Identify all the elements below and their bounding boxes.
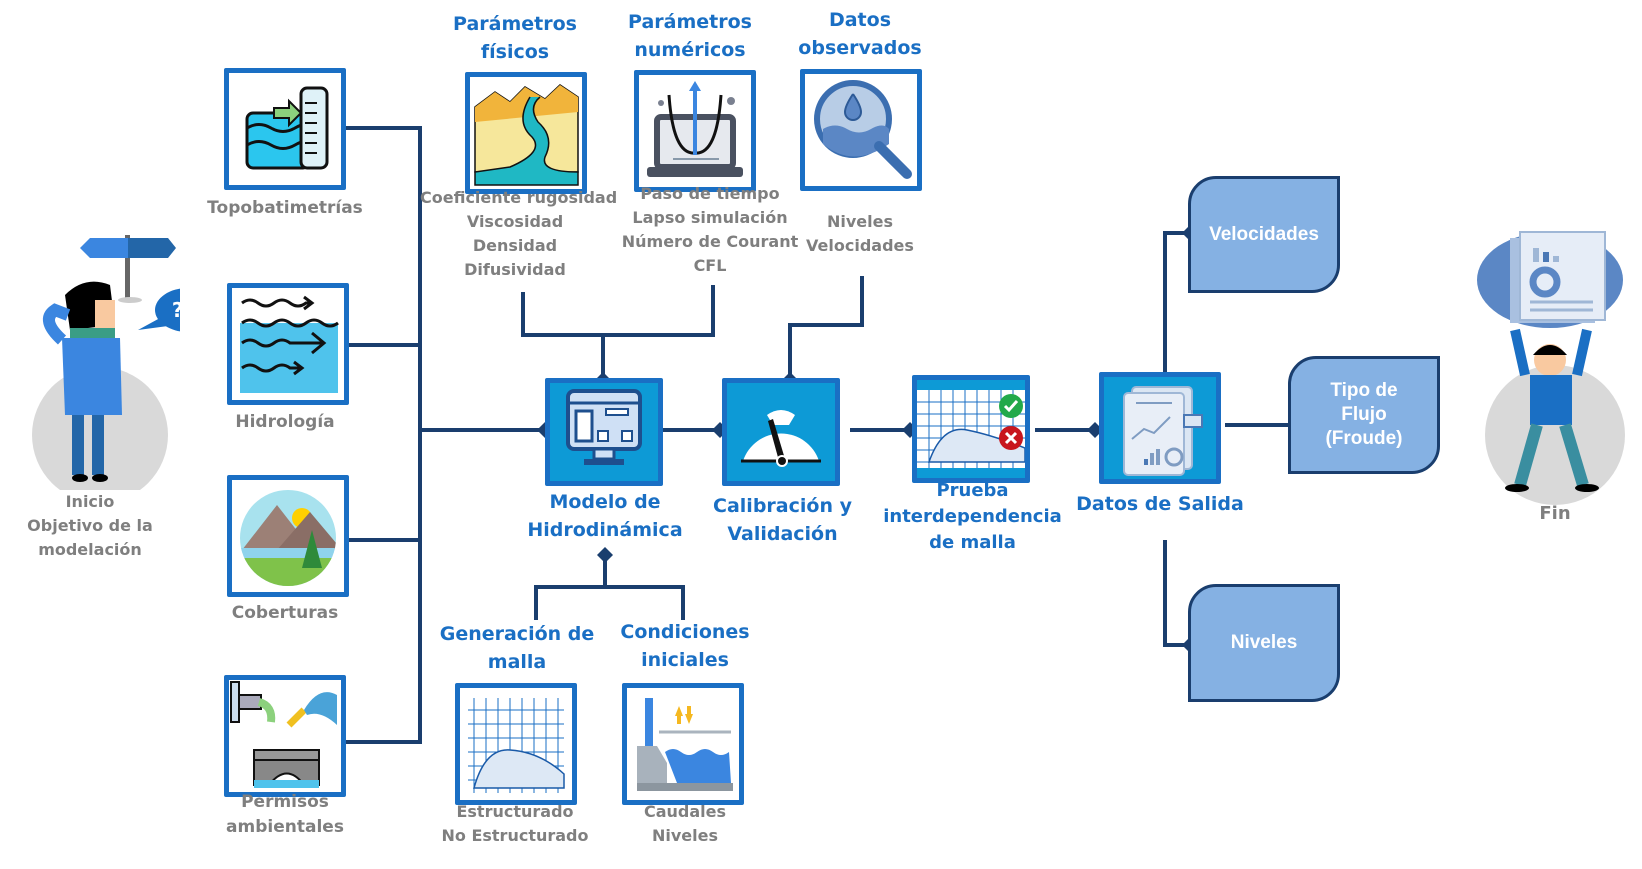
- start-title: Inicio: [65, 492, 115, 511]
- monitor-flowchart-icon: [566, 389, 642, 465]
- end-title: Fin: [1539, 503, 1571, 524]
- mesh-title-condiciones: Condiciones iniciales: [610, 618, 760, 674]
- param-item: Coeficiente rugosidad: [420, 188, 618, 207]
- title-line: Generación de: [439, 623, 595, 645]
- process-label-calibracion: Calibración y Validación: [700, 492, 865, 548]
- start-node: ?!? Inicio Objetivo de la modelación: [10, 230, 221, 590]
- label-line: Hidrodinámica: [527, 519, 683, 541]
- report-chart-icon: [1123, 386, 1203, 476]
- dam-water-icon: [637, 698, 733, 791]
- mesh-items-malla: Estructurado No Estructurado: [425, 800, 605, 848]
- title-line: Condiciones: [620, 621, 750, 643]
- connector-diamond: [597, 547, 613, 563]
- landscape-icon: [240, 490, 336, 586]
- process-calibracion[interactable]: [722, 378, 840, 486]
- label-line: Validación: [727, 523, 838, 545]
- mesh-item: Estructurado: [456, 802, 574, 821]
- param-item: Paso de tiempo: [640, 184, 780, 203]
- title-line: físicos: [480, 41, 550, 63]
- mesh-malla[interactable]: [455, 683, 577, 805]
- end-node: Fin: [1475, 230, 1642, 560]
- input-hidrologia[interactable]: [227, 283, 349, 405]
- process-label-prueba: Prueba interdependencia de malla: [880, 478, 1065, 556]
- param-fisicos[interactable]: [465, 72, 587, 194]
- param-item: Difusividad: [464, 260, 566, 279]
- water-level-ruler-icon: [245, 86, 329, 170]
- label-line: ambientales: [226, 817, 344, 837]
- speech-bubble-text: ?!?: [172, 298, 180, 322]
- start-subtitle-line: Objetivo de la: [27, 516, 153, 535]
- param-item: CFL: [693, 256, 727, 275]
- confused-person-icon: ?!?: [32, 235, 221, 503]
- input-label-topobatimetrias: Topobatimetrías: [207, 198, 363, 218]
- gauge-icon: [741, 410, 821, 467]
- water-flow-icon: [240, 295, 339, 393]
- output-label: Velocidades: [1209, 223, 1319, 245]
- process-salida[interactable]: [1099, 372, 1221, 484]
- param-item: Velocidades: [806, 236, 914, 255]
- title-line: Datos: [828, 9, 892, 31]
- label-line: Modelo de: [549, 491, 661, 513]
- param-item: Densidad: [472, 236, 558, 255]
- mesh-check-icon: [917, 390, 1026, 468]
- input-permisos[interactable]: [224, 675, 346, 797]
- param-title-fisicos: Parámetros físicos: [440, 10, 590, 66]
- process-modelo[interactable]: [545, 378, 663, 486]
- param-item: Número de Courant: [621, 232, 799, 251]
- process-label-salida: Datos de Salida: [1076, 493, 1244, 515]
- process-label-modelo: Modelo de Hidrodinámica: [520, 488, 690, 544]
- output-label: Flujo: [1341, 404, 1387, 425]
- param-item: Niveles: [826, 212, 893, 231]
- label-line: Calibración y: [713, 495, 852, 517]
- title-line: Parámetros: [453, 13, 577, 35]
- permits-icon: [230, 681, 337, 788]
- title-line: numéricos: [634, 39, 746, 61]
- param-numericos[interactable]: [634, 70, 756, 192]
- output-label: Tipo de: [1330, 380, 1398, 401]
- param-item: Lapso simulación: [632, 208, 788, 227]
- param-items-numericos: Paso de tiempo Lapso simulación Número d…: [620, 182, 800, 278]
- label-line: Prueba: [936, 480, 1009, 501]
- output-label: (Froude): [1325, 428, 1403, 449]
- river-terrain-icon: [470, 77, 582, 189]
- label-line: Permisos: [241, 792, 329, 812]
- input-label-hidrologia: Hidrología: [235, 412, 335, 432]
- mesh-item: Niveles: [651, 826, 718, 845]
- water-magnifier-icon: [814, 80, 912, 179]
- param-items-fisicos: Coeficiente rugosidad Viscosidad Densida…: [420, 186, 618, 282]
- output-label: Niveles: [1230, 632, 1298, 653]
- mesh-item: Caudales: [643, 802, 727, 821]
- mesh-item: No Estructurado: [441, 826, 589, 845]
- person-holding-report-icon: [1477, 231, 1625, 505]
- mesh-title-malla: Generación de malla: [432, 620, 602, 676]
- param-observados[interactable]: [800, 69, 922, 191]
- laptop-curve-icon: [647, 81, 743, 177]
- label-line: interdependencia: [883, 506, 1062, 527]
- param-items-observados: Niveles Velocidades: [785, 210, 935, 258]
- param-item: Viscosidad: [466, 212, 564, 231]
- input-topobatimetrias[interactable]: [224, 68, 346, 190]
- title-line: malla: [487, 651, 547, 673]
- mesh-condiciones[interactable]: [622, 683, 744, 805]
- param-title-numericos: Parámetros numéricos: [615, 8, 765, 64]
- mesh-items-condiciones: Caudales Niveles: [605, 800, 765, 848]
- start-subtitle-line: modelación: [38, 540, 142, 559]
- process-prueba[interactable]: [912, 375, 1030, 483]
- mesh-grid-icon: [468, 698, 565, 793]
- label-line: de malla: [929, 532, 1016, 553]
- output-velocidades[interactable]: Velocidades: [1188, 176, 1340, 293]
- input-label-permisos: Permisos ambientales: [195, 790, 375, 840]
- output-flujo[interactable]: Tipo de Flujo (Froude): [1288, 356, 1440, 474]
- title-line: Parámetros: [628, 11, 752, 33]
- param-title-observados: Datos observados: [785, 6, 935, 62]
- output-niveles[interactable]: Niveles: [1188, 584, 1340, 702]
- title-line: iniciales: [641, 649, 729, 671]
- input-coberturas[interactable]: [227, 475, 349, 597]
- title-line: observados: [798, 37, 922, 59]
- input-label-coberturas: Coberturas: [231, 603, 339, 623]
